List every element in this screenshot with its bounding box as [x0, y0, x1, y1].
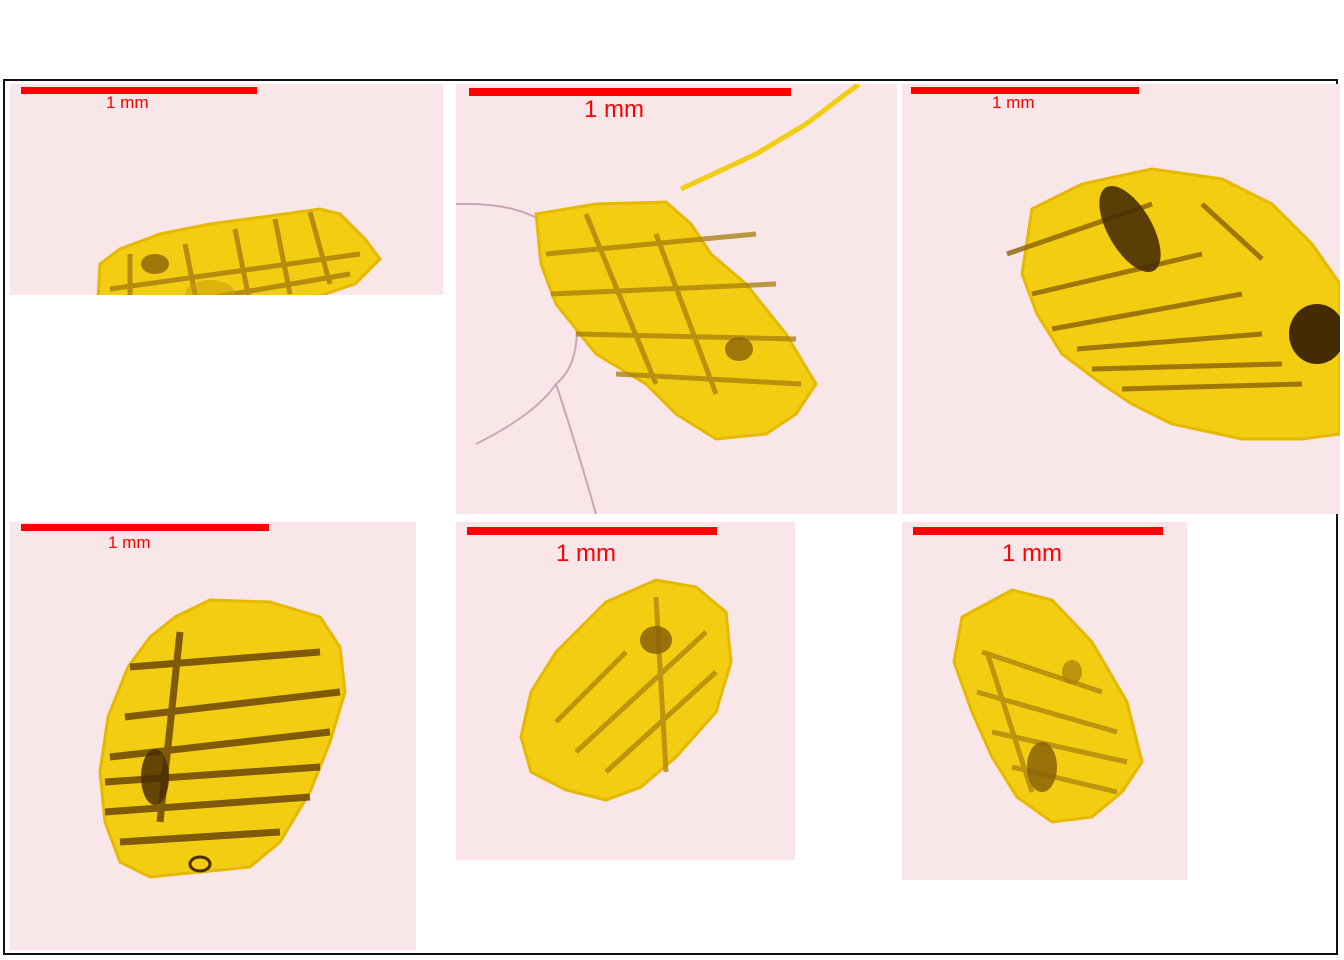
specimen-panel-2: 1 mm	[456, 84, 897, 514]
specimen-panel-3: 1 mm	[902, 84, 1340, 514]
scale-label: 1 mm	[992, 93, 1035, 112]
specimen-image-3	[1006, 167, 1340, 441]
scale-label: 1 mm	[584, 96, 644, 123]
scale-label: 1 mm	[556, 540, 616, 567]
scale-label: 1 mm	[108, 533, 151, 552]
scale-bar	[21, 524, 269, 531]
specimen-image-4	[98, 598, 347, 879]
specimen-image-6	[952, 588, 1144, 824]
specimen-panel-6: 1 mm	[902, 522, 1187, 880]
specimen-panel-1: 1 mm	[10, 84, 443, 295]
scale-label: 1 mm	[1002, 540, 1062, 567]
specimen-image-5	[519, 578, 733, 802]
scale-bar	[467, 527, 717, 535]
scale-label: 1 mm	[106, 93, 149, 112]
scale-bar	[913, 527, 1163, 535]
scale-bar	[469, 88, 791, 96]
specimen-panel-5: 1 mm	[456, 522, 795, 860]
specimen-image-2	[456, 84, 861, 514]
scale-bar	[21, 87, 257, 94]
specimen-panel-4: 1 mm	[10, 522, 416, 950]
scale-bar	[911, 87, 1139, 94]
specimen-image-1	[96, 207, 382, 295]
